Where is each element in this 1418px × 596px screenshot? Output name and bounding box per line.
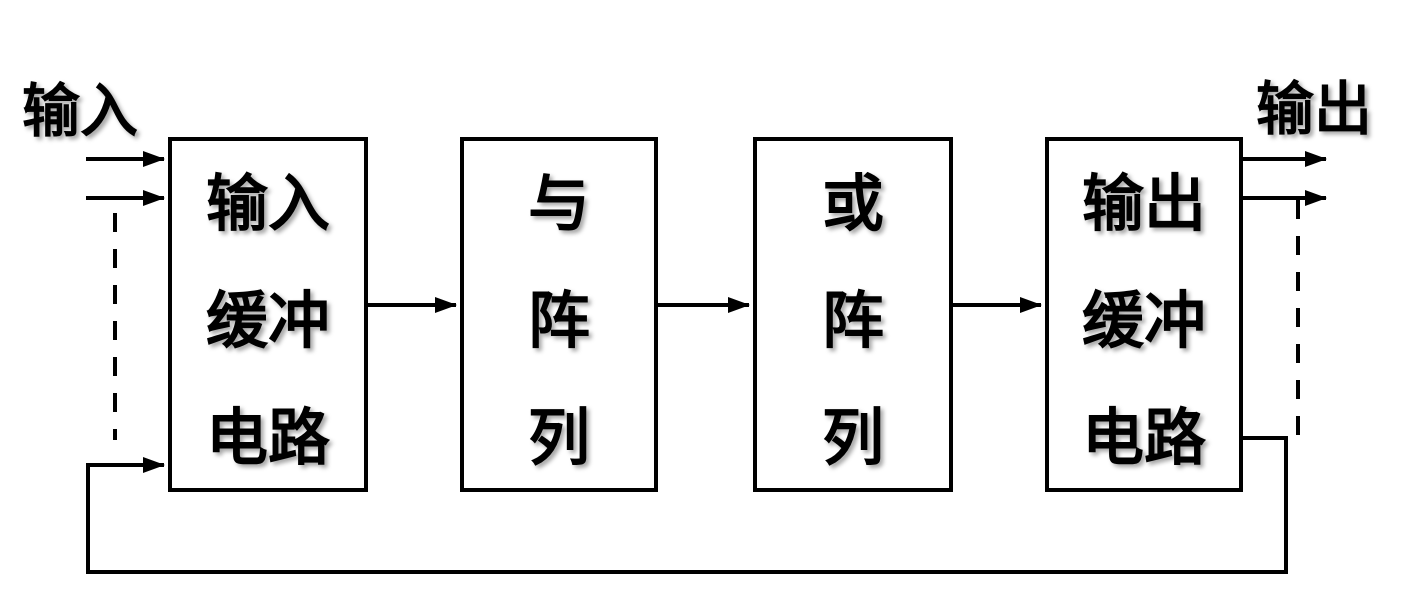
output-label: 输出: [1256, 75, 1373, 143]
block-label-line: 列: [821, 401, 884, 474]
block-output-buffer: 输出 缓冲 电路: [1045, 137, 1243, 492]
block-label-line: 列: [527, 401, 590, 474]
block-and-array: 与 阵 列: [460, 137, 658, 492]
block-label-line: 电路: [1081, 401, 1206, 474]
block-label-line: 电路: [205, 401, 330, 474]
block-label-line: 输入: [205, 167, 330, 240]
feedback-arrow: [86, 436, 1288, 574]
block-label-line: 输出: [1081, 167, 1206, 240]
block-input-buffer: 输入 缓冲 电路: [168, 137, 368, 492]
block-label-line: 缓冲: [1081, 284, 1206, 357]
block-label-line: 缓冲: [205, 284, 330, 357]
block-label-line: 阵: [527, 284, 590, 357]
block-label-line: 或: [821, 167, 884, 240]
block-or-array: 或 阵 列: [753, 137, 953, 492]
block-label-line: 阵: [821, 284, 884, 357]
input-label: 输入: [22, 77, 139, 145]
block-label-line: 与: [527, 167, 590, 240]
